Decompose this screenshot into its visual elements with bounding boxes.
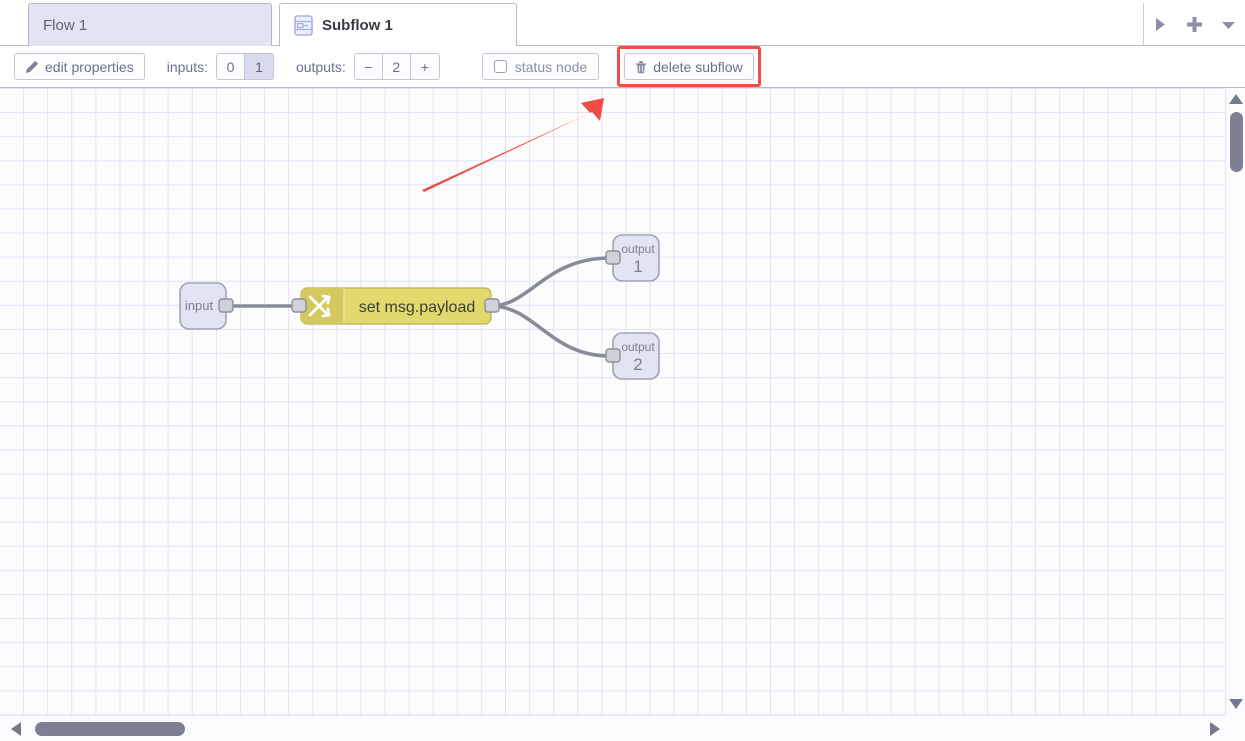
edit-properties-button[interactable]: edit properties [14, 53, 145, 80]
annotation-arrow [422, 98, 604, 192]
change-node-label: set msg.payload [359, 299, 476, 316]
trash-icon [635, 60, 647, 74]
flow-canvas-container[interactable]: input set msg.payload [0, 88, 1245, 741]
tab-subflow-1-label: Subflow 1 [322, 16, 393, 34]
node-change[interactable]: set msg.payload [291, 287, 500, 325]
tab-flow-1-label: Flow 1 [43, 16, 88, 34]
outputs-increment-button[interactable]: + [410, 54, 439, 79]
outputs-decrement-button[interactable]: − [354, 54, 383, 79]
scroll-right-arrow-icon[interactable] [1207, 722, 1223, 736]
output-1-port [605, 250, 621, 265]
status-node-label: status node [514, 58, 588, 75]
wires [220, 256, 612, 358]
wire-change-to-output2 [489, 304, 612, 358]
inputs-option-1[interactable]: 1 [244, 54, 273, 79]
node-subflow-input[interactable]: input [179, 282, 234, 330]
tab-flow-1[interactable]: Flow 1 [28, 3, 272, 46]
inputs-label: inputs: [166, 58, 208, 75]
wire-change-to-output1 [489, 256, 612, 308]
output-1-label: output [621, 242, 655, 256]
tab-subflow-1[interactable]: Subflow 1 [279, 3, 517, 46]
output-1-index: 1 [633, 257, 642, 276]
horizontal-scroll-thumb[interactable] [35, 722, 185, 736]
status-node-checkbox[interactable] [493, 60, 507, 73]
add-tab-icon[interactable] [1183, 14, 1205, 36]
delete-subflow-label: delete subflow [653, 58, 743, 75]
outputs-stepper[interactable]: − 2 + [353, 53, 440, 80]
delete-subflow-button[interactable]: delete subflow [624, 53, 754, 80]
outputs-value: 2 [382, 54, 411, 79]
input-node-port [218, 298, 234, 313]
tab-menu-chevron-down-icon[interactable] [1217, 14, 1239, 36]
outputs-label: outputs: [295, 58, 346, 75]
flow-canvas-svg: input set msg.payload [179, 98, 660, 380]
subflow-toolbar: edit properties inputs: 0 1 outputs: − 2… [0, 46, 1245, 88]
shuffle-icon [308, 294, 331, 318]
horizontal-scrollbar[interactable] [0, 715, 1245, 741]
node-subflow-output-2[interactable]: output 2 [605, 332, 660, 380]
output-2-index: 2 [633, 355, 642, 374]
flow-canvas-grid[interactable]: input set msg.payload [0, 88, 1225, 715]
scroll-down-arrow-icon[interactable] [1228, 697, 1244, 711]
output-2-label: output [621, 340, 655, 354]
status-node-toggle[interactable]: status node [481, 53, 600, 80]
active-tab-underline-mask [280, 44, 516, 47]
tab-bar-actions [1143, 3, 1245, 46]
scroll-left-arrow-icon[interactable] [8, 722, 24, 736]
input-node-label: input [185, 298, 214, 313]
delete-subflow-highlight: delete subflow [617, 46, 761, 87]
edit-properties-label: edit properties [45, 58, 134, 75]
inputs-selector[interactable]: 0 1 [215, 53, 274, 80]
vertical-scroll-thumb[interactable] [1230, 112, 1243, 172]
pencil-icon [25, 60, 39, 74]
play-arrow-icon[interactable] [1150, 14, 1172, 36]
node-subflow-output-1[interactable]: output 1 [605, 234, 660, 282]
flow-tab-bar: Flow 1 Subflow 1 [0, 0, 1245, 47]
change-node-output-port [484, 298, 500, 313]
scrollbar-corner [1225, 715, 1245, 741]
subflow-icon [294, 14, 313, 36]
scroll-up-arrow-icon[interactable] [1228, 92, 1244, 106]
output-2-port [605, 348, 621, 363]
inputs-option-0[interactable]: 0 [216, 54, 245, 79]
vertical-scrollbar[interactable] [1225, 88, 1245, 715]
change-node-input-port [291, 298, 307, 313]
